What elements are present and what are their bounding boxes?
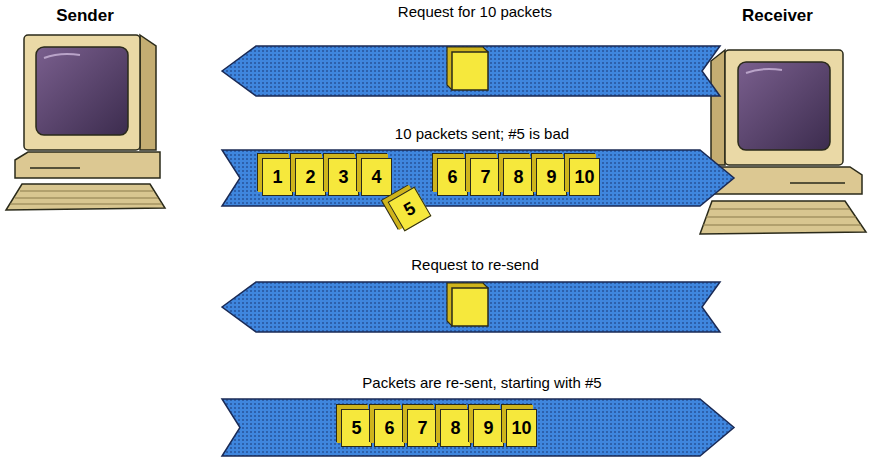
packet-number: 10 (574, 167, 594, 187)
packet: 8 (503, 158, 534, 196)
packet-number: 5 (400, 198, 419, 220)
packet-number: 10 (511, 418, 531, 438)
computer-label: Receiver (686, 6, 869, 26)
packet-number: 6 (447, 167, 457, 187)
packet: 8 (440, 409, 471, 447)
packet: 7 (470, 158, 501, 196)
monitor-screen (738, 62, 830, 150)
arrow-band: Packets are re-sent, starting with #5 5 6 7… (222, 373, 742, 456)
packet: 6 (437, 158, 468, 196)
keyboard (700, 201, 866, 234)
packet-number: 6 (384, 418, 394, 438)
packet: 2 (295, 158, 326, 196)
packet: 6 (374, 409, 405, 447)
band-outline (222, 150, 734, 206)
key-row (703, 225, 861, 226)
packet-number: 5 (351, 418, 361, 438)
arrow-band: 10 packets sent; #5 is bad12345678910 (222, 124, 742, 206)
packet: 10 (506, 409, 537, 447)
band-arrow-shape (222, 282, 720, 332)
screen-glare (746, 69, 782, 73)
computer-illustration (700, 50, 866, 234)
key-row (10, 204, 162, 205)
packet-number: 4 (371, 167, 381, 187)
monitor-screen (36, 47, 128, 135)
arrow-band: Request to re-send (222, 255, 728, 332)
packet-number: 8 (450, 418, 460, 438)
band-outline (222, 46, 720, 96)
packet-number: 9 (546, 167, 556, 187)
packet: 3 (328, 158, 359, 196)
band-label: Request for 10 packets (222, 2, 728, 22)
packet-depth (447, 283, 488, 326)
packet-number: 8 (513, 167, 523, 187)
packet: 7 (407, 409, 438, 447)
computer-node: Receiver (686, 6, 869, 241)
packet: 9 (473, 409, 504, 447)
key-row (706, 217, 856, 218)
packet: 9 (536, 158, 567, 196)
packet-number: 2 (305, 167, 315, 187)
screen-glare (44, 54, 80, 58)
arrow-band: Request for 10 packets (222, 2, 728, 96)
band-label: Request to re-send (222, 255, 728, 275)
monitor-case (725, 50, 843, 165)
keyboard (6, 184, 165, 210)
monitor-side (711, 50, 725, 165)
packet: 1 (262, 158, 293, 196)
monitor-case (24, 35, 140, 150)
packet: 5 (341, 409, 372, 447)
drive-slot (790, 182, 845, 184)
band-outline (222, 399, 734, 456)
computer-label: Sender (1, 6, 169, 26)
packet-face (452, 52, 488, 90)
monitor-side (140, 35, 156, 150)
packet-depth (447, 47, 488, 90)
key-row (709, 209, 850, 210)
packet-number: 7 (417, 418, 427, 438)
computer-node: Sender (1, 6, 169, 216)
blank-packet (447, 47, 488, 90)
drive-slot (30, 167, 80, 169)
packet-number: 7 (480, 167, 490, 187)
packet-number: 9 (483, 418, 493, 438)
band-outline (222, 282, 720, 332)
blank-packet (447, 283, 488, 326)
computer-illustration (6, 35, 165, 210)
packet: 10 (569, 158, 600, 196)
packet-face (452, 288, 488, 326)
packet: 4 (361, 158, 392, 196)
system-unit (15, 152, 160, 178)
packet-number: 1 (272, 167, 282, 187)
packet-number: 3 (338, 167, 348, 187)
key-row (20, 191, 153, 192)
band-label: 10 packets sent; #5 is bad (222, 124, 742, 144)
key-row (15, 198, 158, 199)
band-arrow-shape (222, 46, 720, 96)
band-label: Packets are re-sent, starting with #5 (222, 373, 742, 393)
